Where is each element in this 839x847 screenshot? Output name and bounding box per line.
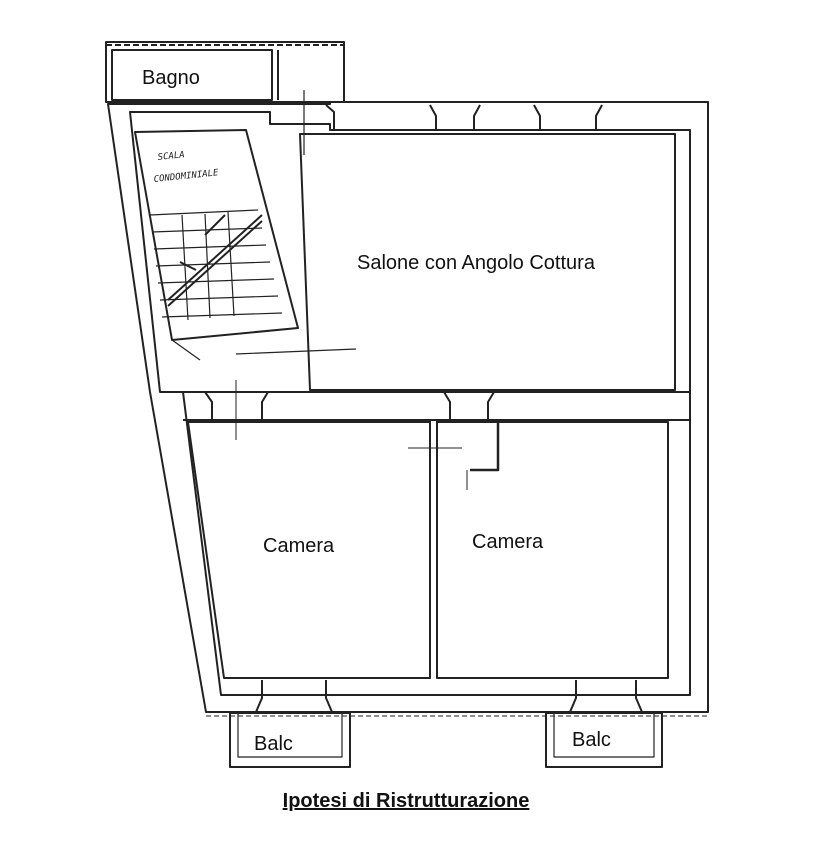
- living-outline: [299, 133, 676, 391]
- label-living: Salone con Angolo Cottura: [357, 252, 596, 274]
- outer-wall: [107, 101, 709, 713]
- balcony-right-inner: [553, 712, 655, 758]
- balcony-left-inner: [237, 712, 343, 758]
- label-stair-2: CONDOMINIALE: [153, 168, 219, 185]
- label-balcony-right: Balc: [572, 729, 611, 751]
- bedroom-right-outline: [436, 421, 669, 679]
- door-mark-right: [470, 420, 500, 472]
- staircase-outline: [134, 129, 299, 341]
- stair-arrows: [167, 214, 263, 307]
- label-balcony-left: Balc: [254, 733, 293, 755]
- plan-caption: Ipotesi di Ristrutturazione: [282, 790, 530, 812]
- landing-line-2: [235, 348, 357, 355]
- bedroom-left-outline: [187, 421, 431, 679]
- bottom-windows: [255, 680, 643, 713]
- label-stair-1: SCALA: [157, 150, 185, 163]
- label-bedroom-left: Camera: [263, 535, 335, 557]
- inner-wall-line: [129, 111, 691, 696]
- landing-line: [171, 339, 201, 361]
- bathroom-outer: [105, 41, 345, 103]
- interior-doors: [204, 391, 495, 420]
- label-bathroom: Bagno: [142, 67, 200, 89]
- label-bedroom-right: Camera: [472, 531, 544, 553]
- top-windows: [325, 104, 603, 130]
